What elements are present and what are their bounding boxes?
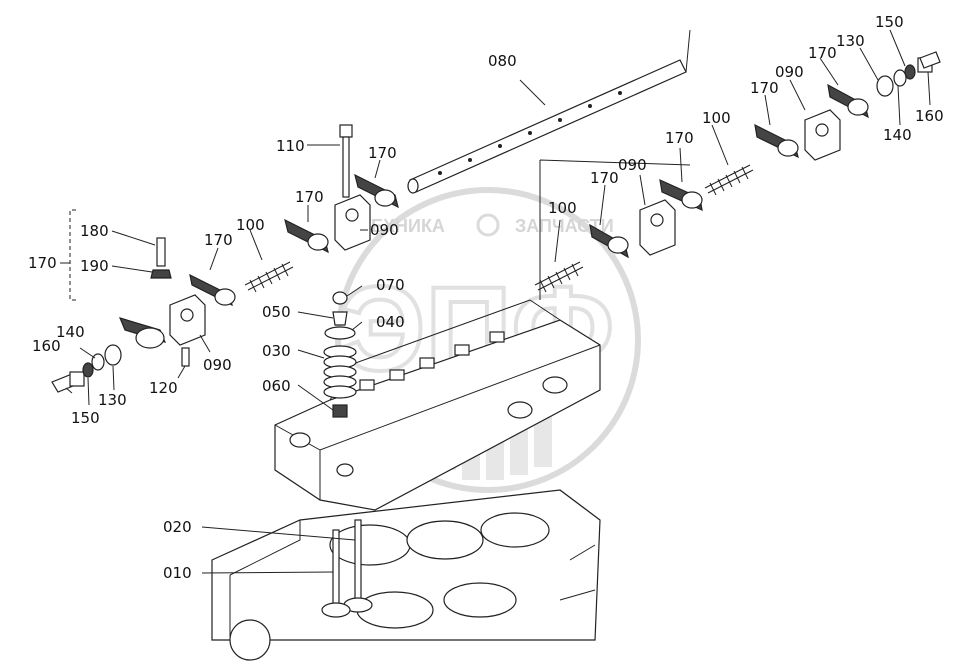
- label-100-c: 100: [702, 109, 731, 127]
- label-090-b: 090: [203, 356, 232, 374]
- spring-washer-130-left: [104, 344, 122, 366]
- label-030: 030: [262, 342, 291, 360]
- label-100-b: 100: [548, 199, 577, 217]
- rocker-arm-mid-2: [589, 223, 629, 259]
- label-120: 120: [149, 379, 178, 397]
- rocker-arm-left-3: [284, 218, 329, 254]
- label-070: 070: [376, 276, 405, 294]
- engine-block: [211, 489, 601, 661]
- pin-120: [181, 347, 190, 367]
- label-060: 060: [262, 377, 291, 395]
- rocker-bracket-mid: [334, 194, 371, 251]
- rocker-arm-mid-1: [354, 173, 399, 209]
- label-140-a: 140: [56, 323, 85, 341]
- label-090-d: 090: [775, 63, 804, 81]
- label-140-b: 140: [883, 126, 912, 144]
- label-080: 080: [488, 52, 517, 70]
- spring-mid: [534, 261, 584, 293]
- label-130-a: 130: [98, 391, 127, 409]
- part-labels: 080 110 170 170 170 170 170 170 170 170 …: [28, 13, 944, 582]
- label-010: 010: [163, 564, 192, 582]
- label-170-e: 170: [590, 169, 619, 187]
- plug-160-right: [917, 51, 941, 73]
- label-160-b: 160: [915, 107, 944, 125]
- valve-cap-070: [332, 291, 348, 305]
- label-170-d: 170: [28, 254, 57, 272]
- label-100-a: 100: [236, 216, 265, 234]
- rocker-bracket-right-2: [804, 109, 841, 161]
- collet-050: [332, 311, 348, 326]
- plug-160-left: [51, 371, 85, 393]
- label-110: 110: [276, 137, 305, 155]
- label-170-g: 170: [750, 79, 779, 97]
- label-150-b: 150: [875, 13, 904, 31]
- label-170-c: 170: [204, 231, 233, 249]
- label-170-f: 170: [665, 129, 694, 147]
- washer-140-left: [91, 353, 105, 371]
- valve-020: [343, 519, 373, 613]
- locknut-190: [150, 269, 172, 279]
- bolt-110: [339, 124, 353, 198]
- spring-left: [244, 261, 294, 293]
- label-090-a: 090: [370, 221, 399, 239]
- label-040: 040: [376, 313, 405, 331]
- label-170-b: 170: [295, 188, 324, 206]
- spring-retainer-040: [324, 326, 356, 340]
- assembly-bracket: [69, 209, 76, 301]
- washer-150-left: [82, 362, 94, 378]
- rocker-arm-right-2: [754, 123, 799, 159]
- label-020: 020: [163, 518, 192, 536]
- rocker-arm-right-3: [827, 83, 869, 119]
- adjusting-screw-180: [156, 237, 166, 267]
- spring-washer-130-right: [876, 75, 894, 97]
- rocker-arm-left-1: [118, 317, 167, 349]
- rocker-arm-right-1: [659, 178, 703, 212]
- watermark-left-text: ТЕХНИКА: [360, 216, 445, 236]
- washer-150-right: [904, 64, 916, 80]
- label-090-c: 090: [618, 156, 647, 174]
- spring-right: [704, 164, 754, 196]
- label-160-a: 160: [32, 337, 61, 355]
- washer-140-right: [893, 69, 907, 87]
- valve-spring-030: [323, 345, 357, 399]
- gear-icon: [476, 213, 500, 237]
- leader-lines: [60, 29, 931, 574]
- label-170-a: 170: [368, 144, 397, 162]
- label-180: 180: [80, 222, 109, 240]
- rocker-arm-left-2: [189, 273, 236, 307]
- label-150-a: 150: [71, 409, 100, 427]
- label-190: 190: [80, 257, 109, 275]
- rocker-bracket-right-1: [639, 199, 676, 256]
- rocker-bracket-left: [169, 294, 206, 346]
- valve-seal-060: [332, 404, 348, 418]
- label-130-b: 130: [836, 32, 865, 50]
- label-050: 050: [262, 303, 291, 321]
- shaft-guide-lines: [539, 29, 691, 300]
- label-170-h: 170: [808, 44, 837, 62]
- valve-010: [321, 529, 351, 618]
